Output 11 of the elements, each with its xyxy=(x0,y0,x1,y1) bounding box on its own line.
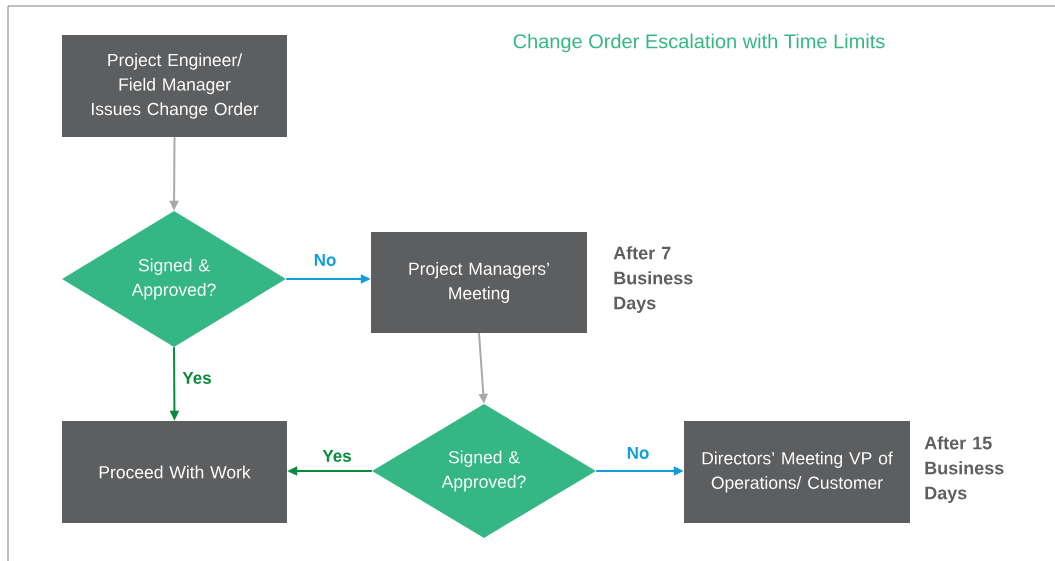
title: Change Order Escalation with Time Limits xyxy=(513,33,885,53)
process-box: Project Engineer/ Field Manager Issues Change Order xyxy=(62,35,287,137)
process-box: Project Managers’ Meeting xyxy=(371,232,587,333)
time-limit-note: After 7 Business Days xyxy=(613,246,693,313)
edge-label: Yes xyxy=(321,449,353,463)
process-box: Directors’ Meeting VP of Operations/ Customer xyxy=(684,421,910,523)
edge-label: No xyxy=(312,253,338,267)
edge-label: Yes xyxy=(181,371,213,385)
time-limit-note: After 15 Business Days xyxy=(924,436,1004,503)
process-box: Proceed With Work xyxy=(62,421,287,523)
edge-label: No xyxy=(625,446,651,460)
